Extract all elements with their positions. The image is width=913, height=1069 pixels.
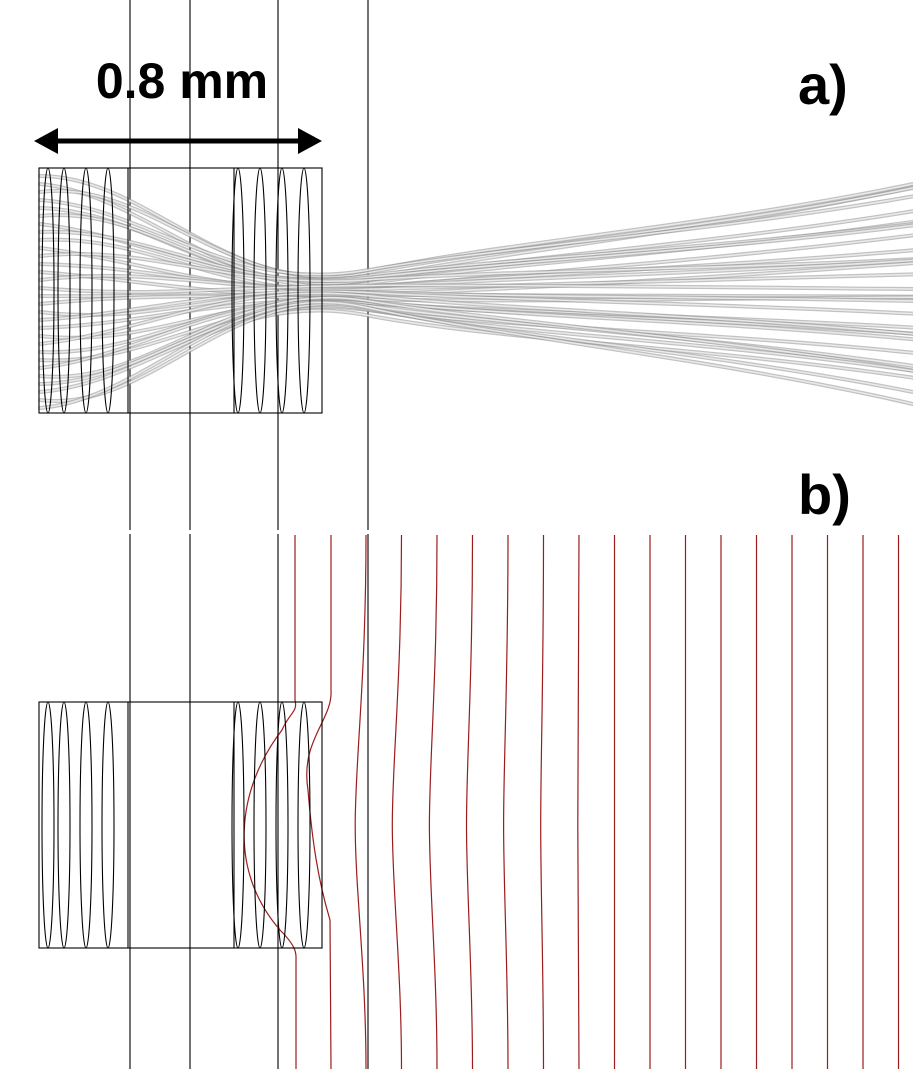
wavefront-lines <box>243 534 900 1069</box>
scale-bar-arrow-left-icon <box>34 128 58 154</box>
panel-a-lens-outline <box>38 167 323 414</box>
wavefront <box>540 534 545 1069</box>
scale-bar: 0.8 mm <box>34 53 322 154</box>
ray-highlight <box>39 253 913 283</box>
panel-b-lens-disc <box>57 701 71 949</box>
panel-a-lens-disc <box>57 167 71 414</box>
panel-a-lens-disc <box>41 167 55 414</box>
panel-b-label: b) <box>798 463 851 526</box>
panel-b-lens-disc <box>41 701 55 949</box>
wavefront <box>465 534 474 1069</box>
lens-assembly-a <box>38 167 323 414</box>
ray-highlight <box>39 187 913 278</box>
wavefront <box>428 534 438 1069</box>
ray-highlight <box>39 292 913 345</box>
panel-a-lens-disc <box>101 167 115 414</box>
ray-highlight <box>39 284 913 293</box>
ray-highlight <box>39 223 913 281</box>
panel-b-lens-disc <box>79 701 93 949</box>
panel-b <box>0 530 913 1069</box>
panel-b-lens-disc <box>297 701 311 949</box>
panel-b-lens-disc <box>101 701 115 949</box>
vertical-guide-lines <box>129 0 369 1069</box>
ray-highlight <box>39 195 913 276</box>
panel-separator <box>0 530 913 534</box>
ray-highlight <box>39 224 913 282</box>
panel-a-lens-disc <box>253 167 267 414</box>
wavefront <box>502 534 509 1069</box>
panel-a-lens-disc <box>275 167 289 414</box>
panel-b-lens-outline <box>38 701 323 949</box>
panel-a-label: a) <box>798 53 848 116</box>
ray-highlight <box>39 301 913 409</box>
ray-bundle <box>38 174 913 410</box>
scale-bar-label: 0.8 mm <box>96 53 268 109</box>
panel-a-lens-disc <box>231 167 245 414</box>
panel-a <box>38 167 913 414</box>
ray-highlight <box>39 290 913 321</box>
panel-b-lens-disc <box>231 701 245 949</box>
panel-a-lens-disc <box>79 167 93 414</box>
wavefront <box>391 534 403 1069</box>
ray-highlight <box>39 309 913 393</box>
panel-b-lens-disc <box>253 701 267 949</box>
panel-a-lens-disc <box>297 167 311 414</box>
scale-bar-arrow-right-icon <box>298 128 322 154</box>
wavefront <box>577 534 580 1069</box>
lens-assembly-b <box>38 701 323 949</box>
wavefront <box>354 534 367 1069</box>
panel-b-lens-disc <box>275 701 289 949</box>
